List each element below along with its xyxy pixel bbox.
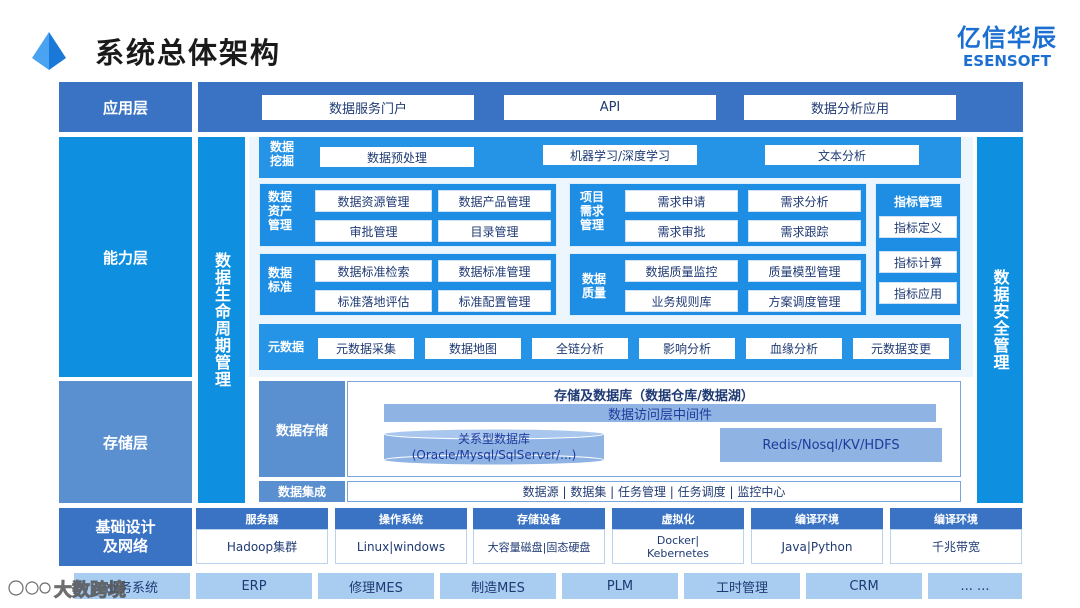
lifecycle-label: 数据生命周期管理	[212, 252, 231, 388]
mining-label: 数据 挖掘	[270, 140, 295, 168]
app-item-portal: 数据服务门户	[262, 95, 474, 120]
mining-item-preprocess: 数据预处理	[320, 147, 474, 167]
demand-item-analysis: 需求分析	[748, 190, 861, 212]
infra-title-network: 编译环境	[890, 508, 1022, 529]
quality-label: 数据 质量	[582, 272, 607, 300]
integration-bar: 数据源 | 数据集 | 任务管理 | 任务调度 | 监控中心	[347, 481, 961, 502]
infra-title-virtualization: 虚拟化	[612, 508, 744, 529]
asset-item-resource: 数据资源管理	[315, 190, 432, 212]
metadata-item-lineage: 血缘分析	[746, 338, 842, 359]
demand-item-approval: 需求审批	[625, 220, 738, 242]
demand-item-tracking: 需求跟踪	[748, 220, 861, 242]
company-logo: 亿信华辰 ESENSOFT	[955, 24, 1059, 74]
infra-title-os: 操作系统	[335, 508, 467, 529]
security-column: 数据安全管理	[977, 137, 1023, 503]
metric-item-apply: 指标应用	[879, 282, 957, 304]
layer-label-app: 应用层	[59, 82, 192, 132]
asset-item-catalog: 目录管理	[438, 220, 551, 242]
quality-item-monitor: 数据质量监控	[625, 260, 738, 282]
security-label: 数据安全管理	[990, 269, 1010, 371]
metric-item-manage: 指标管理	[879, 190, 957, 212]
metadata-item-change: 元数据变更	[853, 338, 949, 359]
standard-item-config: 标准配置管理	[438, 290, 551, 312]
app-item-analysis: 数据分析应用	[744, 95, 956, 120]
demand-label: 项目 需求 管理	[580, 190, 605, 232]
standard-item-manage: 数据标准管理	[438, 260, 551, 282]
infra-value-virtualization: Docker| Kebernetes	[612, 529, 744, 564]
metadata-item-fullchain: 全链分析	[532, 338, 628, 359]
metric-item-compute: 指标计算	[879, 251, 957, 273]
asset-item-approval: 审批管理	[315, 220, 432, 242]
infra-value-server: Hadoop集群	[196, 529, 328, 564]
bottom-item-repair-mes: 修理MES	[318, 573, 434, 599]
mining-item-text: 文本分析	[765, 145, 919, 165]
infra-value-storage: 大容量磁盘|固态硬盘	[473, 529, 605, 564]
layer-label-capability: 能力层	[59, 137, 192, 377]
nosql-box: Redis/Nosql/KV/HDFS	[720, 428, 942, 462]
infra-title-storage: 存储设备	[473, 508, 605, 529]
infra-card-network: 编译环境 千兆带宽	[890, 508, 1022, 564]
infra-title-server: 服务器	[196, 508, 328, 529]
title-diamond-icon	[32, 32, 66, 70]
metadata-item-impact: 影响分析	[639, 338, 735, 359]
quality-item-schedule: 方案调度管理	[748, 290, 861, 312]
logo-english: ESENSOFT	[963, 52, 1051, 70]
layer-label-storage: 存储层	[59, 381, 192, 503]
infra-card-compiler: 编译环境 Java|Python	[751, 508, 883, 564]
demand-item-apply: 需求申请	[625, 190, 738, 212]
bottom-item-more: ... ...	[928, 573, 1022, 599]
standard-item-evaluate: 标准落地评估	[315, 290, 432, 312]
storage-title: 存储及数据库（数据仓库/数据湖）	[554, 388, 754, 404]
quality-item-model: 质量模型管理	[748, 260, 861, 282]
asset-label: 数据 资产 管理	[268, 190, 293, 232]
mining-item-ml: 机器学习/深度学习	[543, 145, 697, 165]
standard-item-search: 数据标准检索	[315, 260, 432, 282]
bottom-item-worktime: 工时管理	[684, 573, 800, 599]
layer-label-infra: 基础设计 及网络	[59, 508, 192, 566]
relational-db-sub: (Oracle/Mysql/SqlServer/...)	[411, 448, 577, 462]
metric-item-define: 指标定义	[879, 216, 957, 238]
infra-card-os: 操作系统 Linux|windows	[335, 508, 467, 564]
relational-db-cylinder	[383, 428, 605, 466]
watermark-logo: 大数跨境	[6, 574, 156, 604]
bottom-item-manufacture-mes: 制造MES	[440, 573, 556, 599]
infra-value-network: 千兆带宽	[890, 529, 1022, 564]
bottom-item-business: 业务系统	[74, 573, 190, 599]
metadata-item-collect: 元数据采集	[318, 338, 414, 359]
infra-title-compiler: 编译环境	[751, 508, 883, 529]
app-item-api: API	[504, 95, 716, 120]
watermark-text: 大数跨境	[54, 580, 127, 602]
bottom-item-plm: PLM	[562, 573, 678, 599]
standard-label: 数据 标准	[268, 266, 293, 294]
relational-db-label: 关系型数据库	[457, 431, 530, 446]
metadata-item-map: 数据地图	[425, 338, 521, 359]
infra-value-compiler: Java|Python	[751, 529, 883, 564]
infra-card-server: 服务器 Hadoop集群	[196, 508, 328, 564]
integration-label: 数据集成	[259, 481, 345, 502]
logo-chinese: 亿信华辰	[957, 24, 1057, 52]
page-title: 系统总体架构	[95, 36, 282, 70]
infra-value-os: Linux|windows	[335, 529, 467, 564]
infra-card-virtualization: 虚拟化 Docker| Kebernetes	[612, 508, 744, 564]
lifecycle-column: 数据生命周期管理	[198, 137, 245, 503]
bottom-item-crm: CRM	[806, 573, 922, 599]
metadata-label: 元数据	[268, 340, 305, 354]
infra-card-storage: 存储设备 大容量磁盘|固态硬盘	[473, 508, 605, 564]
bottom-item-erp: ERP	[196, 573, 312, 599]
storage-label: 数据存储	[259, 381, 345, 477]
quality-item-rules: 业务规则库	[625, 290, 738, 312]
middleware-bar: 数据访问层中间件	[384, 404, 936, 423]
asset-item-product: 数据产品管理	[438, 190, 551, 212]
